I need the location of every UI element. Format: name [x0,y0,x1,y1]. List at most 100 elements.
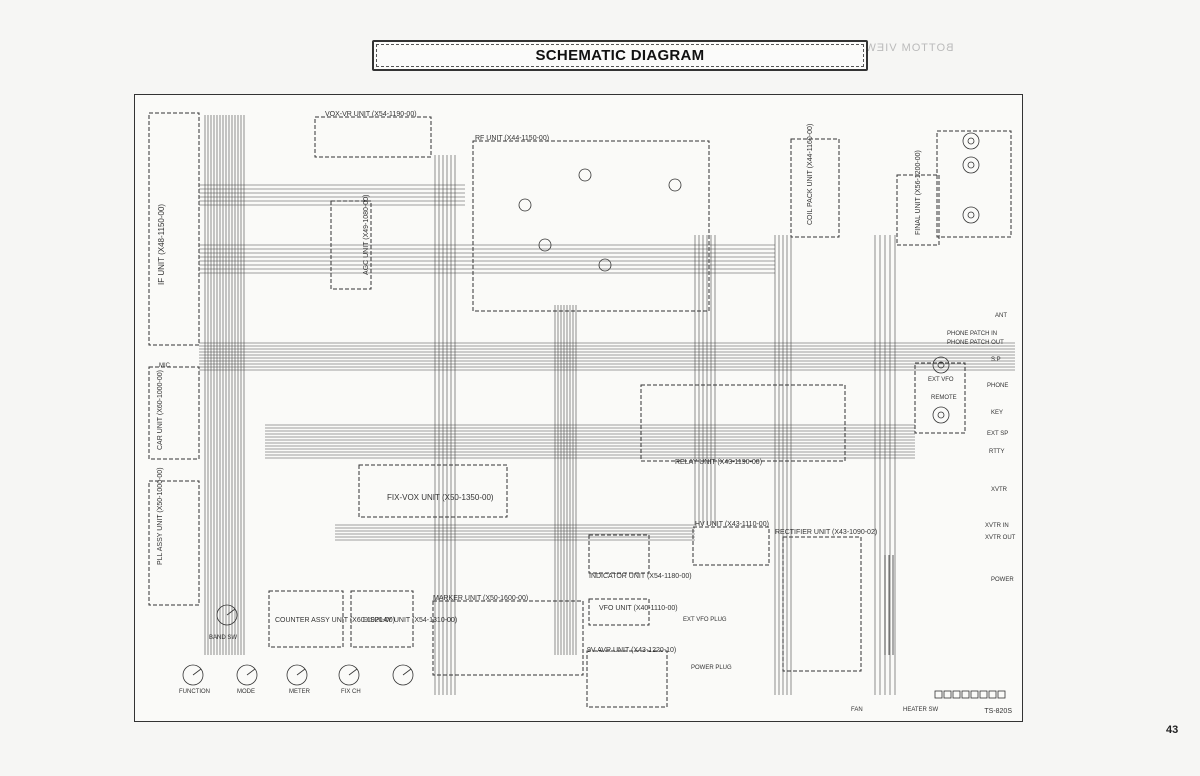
transistor-symbol [538,238,552,252]
power-plug-label: POWER PLUG [691,665,732,671]
jack-symbol [962,206,980,224]
phone-patch-in-label: PHONE PATCH IN [947,331,998,337]
ant-label: ANT [995,313,1007,319]
transistor-symbol [598,258,612,272]
unit-box [432,600,584,676]
unit-box [782,536,862,672]
rotary-switch-symbol [182,664,204,686]
vfo-unit-label: VFO UNIT (X40-1110-00) [599,605,678,612]
sp-label: S.P [991,357,1001,363]
switch-wiper [296,668,306,676]
terminal [943,690,952,699]
transistor-symbol [578,168,592,182]
terminal [997,690,1006,699]
jack-symbol [962,156,980,174]
unit-box [350,590,414,648]
rtty-label: RTTY [989,449,1005,455]
final-unit-label: FINAL UNIT (X56-1200-00) [915,150,922,235]
terminal [934,690,943,699]
jack-center [937,361,945,369]
phone-patch-out-label: PHONE PATCH OUT [947,340,1004,346]
jack-center [967,137,975,145]
fix-vox-unit-label: FIX-VOX UNIT (X50-1350-00) [387,493,494,502]
terminal [961,690,970,699]
unit-box [586,650,668,708]
page-title: SCHEMATIC DIAGRAM [535,47,705,64]
fix-ch-switch-label: FIX CH [341,689,361,695]
rotary-switch-symbol [338,664,360,686]
unit-box [692,526,770,566]
rotary-switch-symbol [236,664,258,686]
unit-box [472,140,710,312]
jack-center [967,161,975,169]
jack-center [967,211,975,219]
unit-box [148,112,200,346]
unit-box [148,366,200,460]
switch-wiper [402,668,412,676]
rf-unit-label: RF UNIT (X44-1150-00) [475,135,550,142]
unit-box [330,200,372,290]
unit-box [914,362,966,434]
marker-unit-label: MARKER UNIT (X50-1600-00) [433,595,529,602]
band-switch-label: BAND SW [209,635,238,641]
ext-vfo-label: EXT VFO [928,377,954,383]
display-unit-label: DISPLAY UNIT (X54-1310-00) [363,617,458,624]
if-unit-label: IF UNIT (X48-1150-00) [157,203,166,285]
switch-wiper [348,668,358,676]
mode-switch-label: MODE [237,689,255,695]
terminal [952,690,961,699]
switch-wiper [226,608,236,616]
agc-unit-label: AGC UNIT (X49-1080-00) [363,194,370,275]
jack-symbol [932,356,950,374]
unit-box [640,384,846,462]
rotary-switch-symbol [392,664,414,686]
relay-unit-label: RELAY UNIT (X43-1190-00) [675,459,763,466]
unit-box [314,116,432,158]
ext-vfo-plug-label: EXT VFO PLUG [683,617,727,623]
jack-symbol [932,406,950,424]
heater-sw-label: HEATER SW [903,707,939,713]
key-label: KEY [991,410,1004,416]
pll-unit-label: PLL ASSY UNIT (X50-1000-00) [157,467,164,565]
unit-box [896,174,940,246]
xvtr-out-label: XVTR OUT [985,535,1016,541]
switch-wiper [246,668,256,676]
remote-label: REMOTE [931,395,957,401]
unit-box [936,130,1012,238]
rectifier-unit-label: RECTIFIER UNIT (X43-1090-02) [775,529,878,536]
avr-unit-label: 9V AVR UNIT (X43-1220-10) [587,647,677,654]
model-id: TS-820S [984,708,1012,715]
unit-box [588,534,650,574]
car-unit-label: CAR UNIT (X60-1000-00) [157,369,164,450]
hv-unit-label: HV UNIT (X43-1110-00) [695,521,769,528]
terminal [979,690,988,699]
unit-box [790,138,840,238]
transistor-symbol [518,198,532,212]
rotary-switch-symbol [216,604,238,626]
transistor-symbol [668,178,682,192]
unit-box [148,480,200,606]
terminal [988,690,997,699]
phone-label: PHONE [987,383,1009,389]
unit-box [358,464,508,518]
meter-switch-label: METER [289,689,310,695]
coil-pack-unit-label: COIL PACK UNIT (X44-1160-00) [807,123,814,225]
terminal [970,690,979,699]
unit-box [268,590,344,648]
switch-wiper [192,668,202,676]
rotary-switch-symbol [286,664,308,686]
xvtr-label: XVTR [991,487,1008,493]
unit-box [588,598,650,626]
jack-symbol [962,132,980,150]
schematic-drawing [148,112,1015,708]
ext-sp-label: EXT SP [987,431,1009,437]
xvtr-in-label: XVTR IN [985,523,1009,529]
counter-unit-label: COUNTER ASSY UNIT (X60-1020-00) [275,617,395,624]
power-label: POWER [991,577,1014,583]
schematic-sheet: IF UNIT (X48-1150-00) VOX-VR UNIT (X54-1… [134,94,1023,722]
indicator-unit-label: INDICATOR UNIT (X54-1180-00) [589,573,692,580]
jack-center [937,411,945,419]
page-number: 43 [1166,724,1179,736]
mic-label: MIC [159,363,170,369]
